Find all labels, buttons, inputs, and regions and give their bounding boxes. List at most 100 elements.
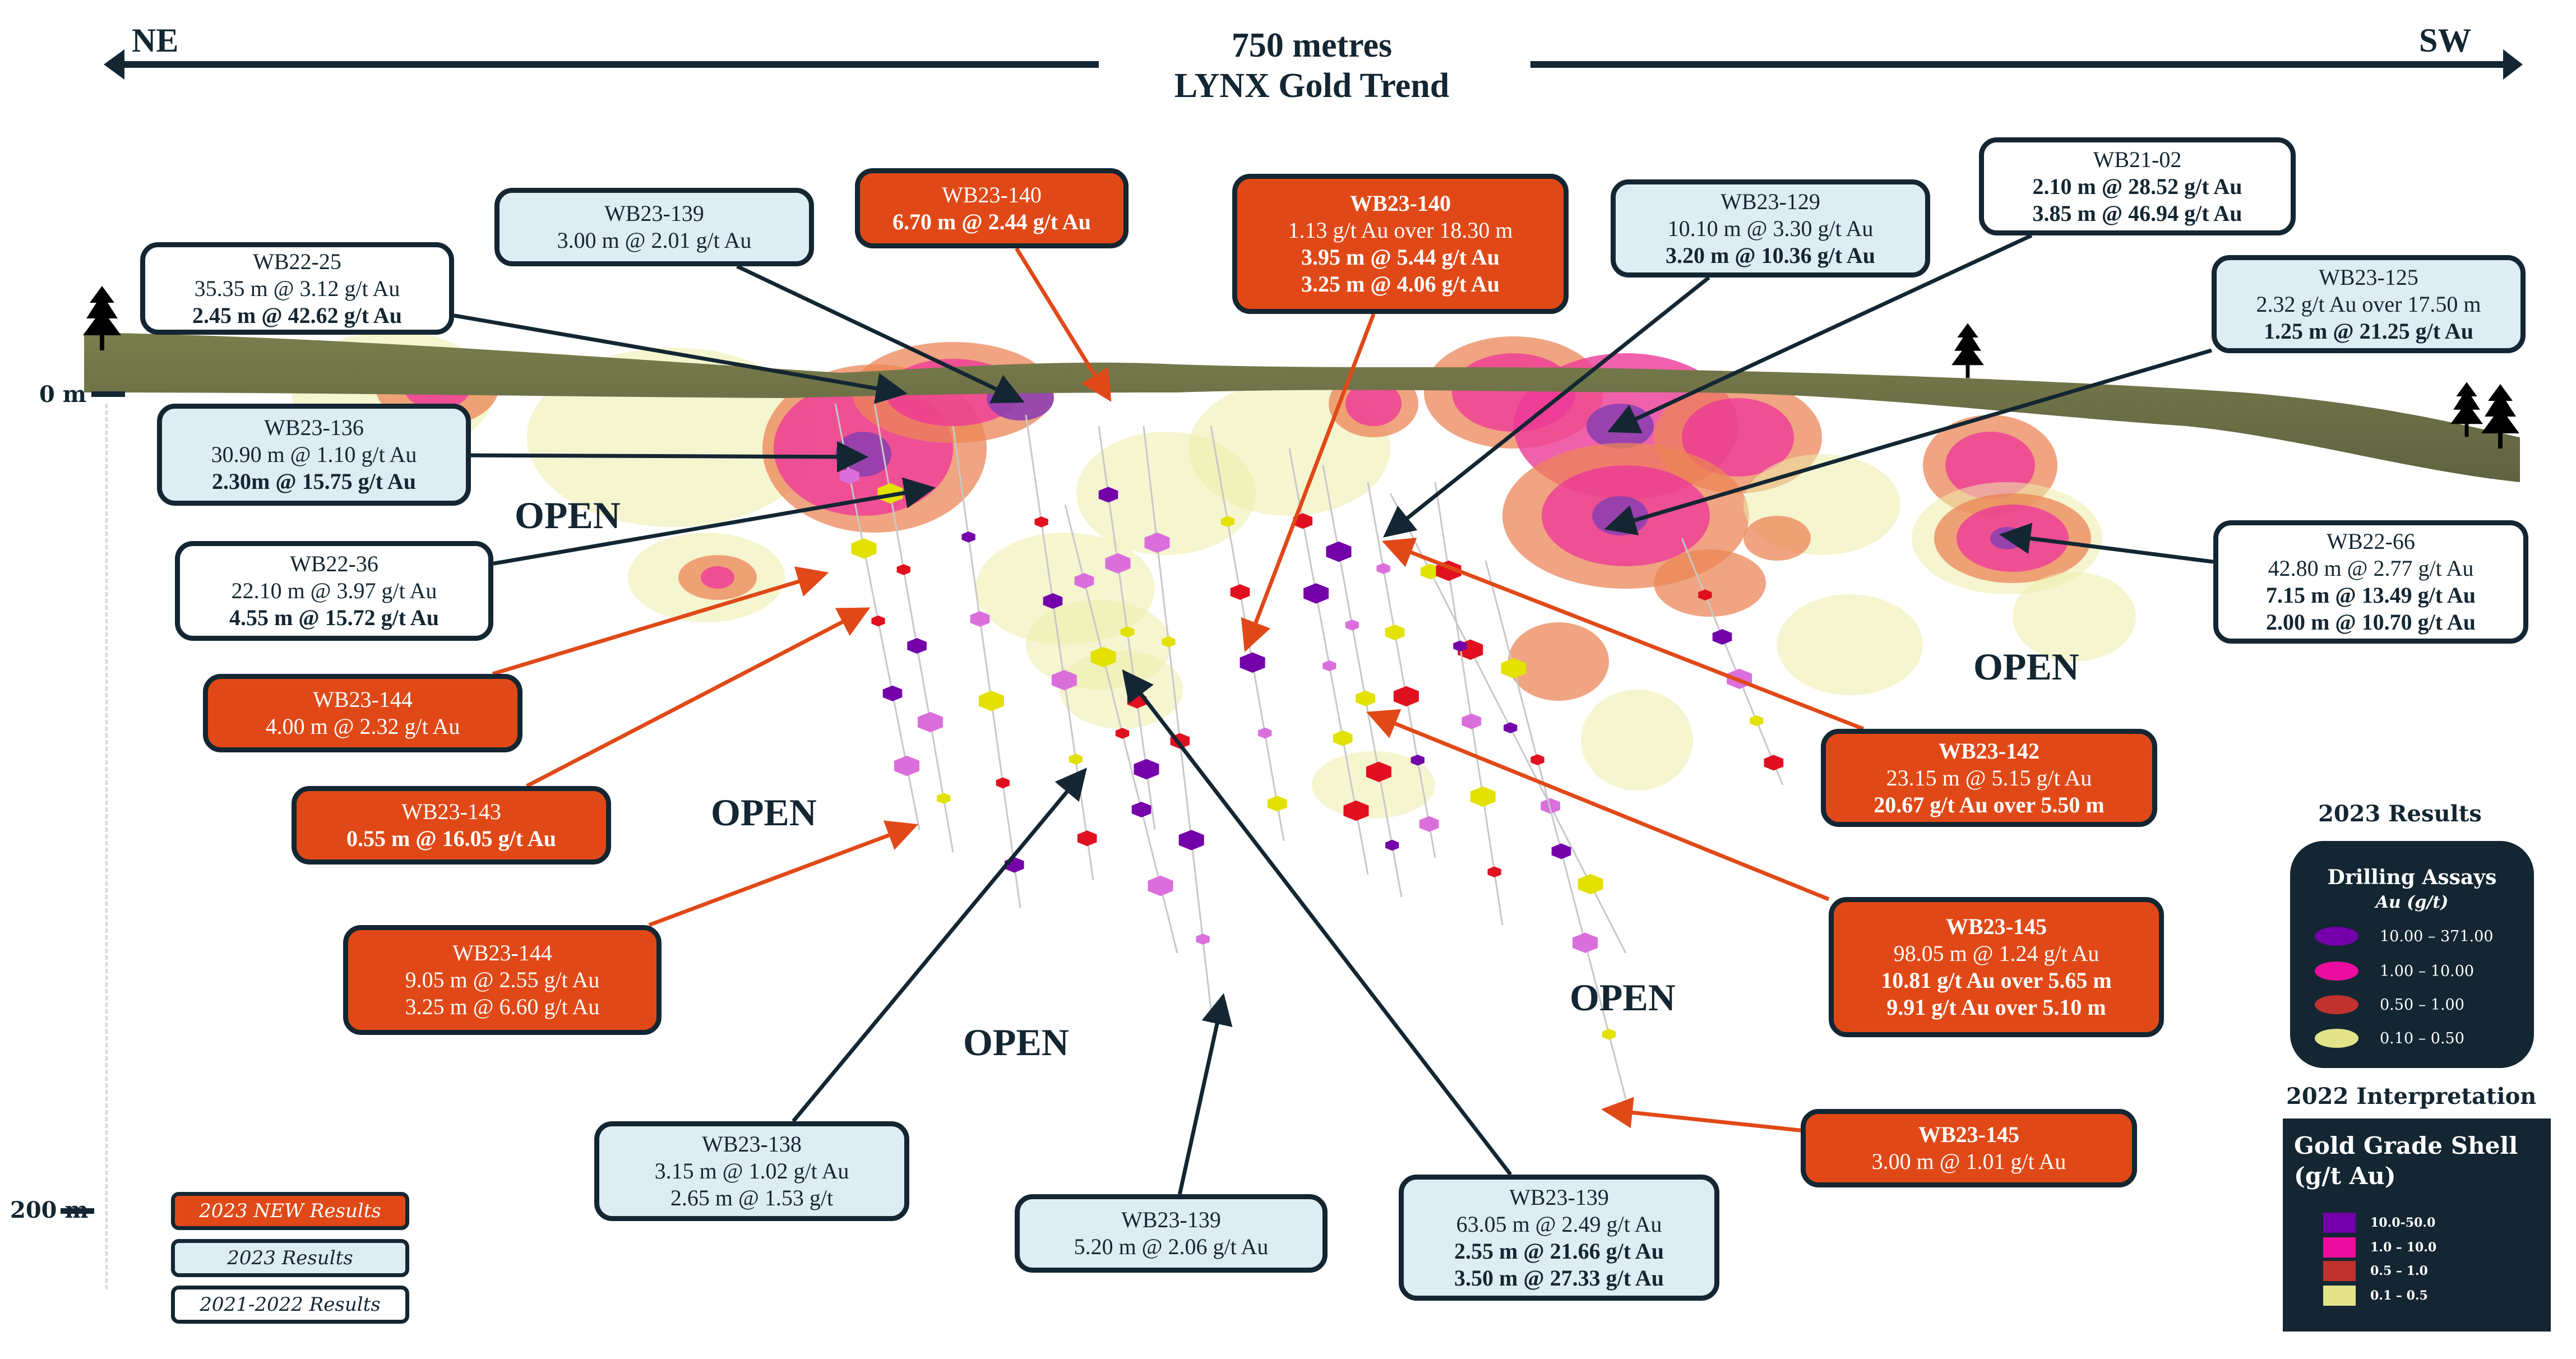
drill-trace: [952, 426, 1021, 909]
assay-interval: [1034, 516, 1048, 528]
open-label: OPEN: [1973, 645, 2079, 688]
drill-trace: [1367, 482, 1436, 858]
legend-item: 0.5 – 1.0: [2323, 1260, 2428, 1282]
trees: [83, 286, 2519, 449]
leader-line: [736, 264, 1025, 404]
direction-sw-label: SW: [2419, 22, 2472, 59]
assay-interval: [1410, 755, 1425, 766]
assay-interval: [1077, 830, 1097, 847]
legend-2023-heading: 2023 Results: [2318, 801, 2482, 827]
callout-hole-id: WB23-144: [452, 940, 552, 965]
legend-item: 0.10 – 0.50: [2315, 1027, 2464, 1050]
depth-tick-0: [91, 391, 125, 397]
assay-interval: [1698, 589, 1712, 600]
legend-swatch: [2323, 1261, 2356, 1281]
leader-line: [1999, 523, 2214, 564]
drill-trace: [1025, 414, 1094, 881]
assay-interval: [1267, 796, 1287, 812]
callout-hole-id: WB23-139: [1509, 1184, 1609, 1210]
callout-intercept: 2.00 m @ 10.70 g/t Au: [2266, 609, 2476, 635]
assay-interval: [1530, 754, 1544, 765]
callout-intercept: 22.10 m @ 3.97 g/t Au: [231, 578, 437, 603]
callout-intercept: 3.20 m @ 10.36 g/t Au: [1666, 242, 1875, 268]
grade-shell: [1945, 432, 2035, 499]
legend-swatch: [2315, 927, 2358, 946]
assay-interval: [1051, 669, 1077, 691]
assay-interval: [1366, 761, 1391, 782]
assay-interval: [1105, 553, 1131, 574]
callout-intercept: 3.95 m @ 5.44 g/t Au: [1301, 244, 1500, 270]
grade-shell: [701, 566, 734, 589]
assay-interval: [1419, 816, 1439, 832]
legend-item: 1.0 – 10.0: [2323, 1236, 2436, 1259]
assay-interval: [871, 615, 885, 627]
grade-shell: [1682, 398, 1794, 477]
trend-name: LYNX Gold Trend: [1174, 67, 1450, 105]
assay-interval: [996, 777, 1010, 789]
tree-icon: [83, 286, 121, 350]
legend-swatch: [2315, 995, 2358, 1014]
grade-shell: [1743, 516, 1811, 561]
tree-icon: [2450, 382, 2483, 437]
assay-interval: [1551, 843, 1571, 859]
callout-intercept: 3.85 m @ 46.94 g/t Au: [2032, 200, 2242, 226]
assay-interval: [1043, 593, 1063, 609]
assay-interval: [1462, 713, 1482, 729]
key-2021-2022: 2021-2022 Results: [171, 1286, 409, 1324]
assay-interval: [1504, 722, 1518, 733]
callout-hole-id: WB23-136: [264, 415, 364, 440]
assay-interval: [1376, 563, 1390, 574]
callout-hole-id: WB22-25: [253, 248, 341, 274]
assay-interval: [1240, 652, 1265, 673]
leader-line: [1366, 709, 1830, 902]
assay-interval: [1421, 563, 1440, 580]
grade-shell: [1654, 549, 1766, 617]
callout-hole-id: WB23-144: [313, 687, 413, 712]
callout-intercept: 2.32 g/t Au over 17.50 m: [2256, 291, 2481, 317]
legend-item: 1.00 – 10.00: [2315, 960, 2474, 982]
callout-intercept: 5.20 m @ 2.06 g/t Au: [1074, 1234, 1269, 1259]
assay-interval: [1712, 629, 1732, 645]
drill-trace: [1143, 426, 1212, 1010]
grade-shell: [1076, 432, 1256, 555]
key-2023-new: 2023 NEW Results: [171, 1192, 409, 1230]
assay-interval: [1303, 583, 1329, 604]
callout-intercept: 7.15 m @ 13.49 g/t Au: [2266, 583, 2476, 608]
drill-trace: [1322, 465, 1403, 898]
assay-interval: [1345, 620, 1359, 631]
leader-line: [792, 768, 1087, 1123]
drill-trace: [873, 403, 954, 853]
leader-line: [1381, 538, 1865, 731]
callout-hole-id: WB23-138: [702, 1131, 802, 1157]
grade-shell: [1312, 751, 1435, 819]
drill-trace: [1434, 482, 1504, 926]
callout-hole-id: WB23-125: [2319, 264, 2418, 290]
depth-label-0: 0 m: [39, 381, 87, 408]
callout-hole-id: WB23-142: [1939, 738, 2039, 764]
grade-shell: [1592, 496, 1648, 535]
callout-hole-id: WB23-140: [942, 182, 1042, 207]
open-label: OPEN: [711, 791, 817, 834]
leader-line: [648, 820, 919, 927]
callout-intercept: 30.90 m @ 1.10 g/t Au: [211, 442, 417, 467]
open-label: OPEN: [515, 494, 621, 537]
callout-intercept: 1.25 m @ 21.25 g/t Au: [2264, 318, 2473, 344]
leader-line: [1122, 669, 1513, 1176]
section-title: 750 metres LYNX Gold Trend: [1099, 25, 1525, 106]
leader-line: [470, 441, 868, 473]
leader-line: [1015, 247, 1112, 402]
drill-trace: [1681, 538, 1784, 785]
assay-interval: [1148, 875, 1173, 896]
leader-line: [526, 607, 871, 788]
assay-interval: [1572, 932, 1598, 953]
